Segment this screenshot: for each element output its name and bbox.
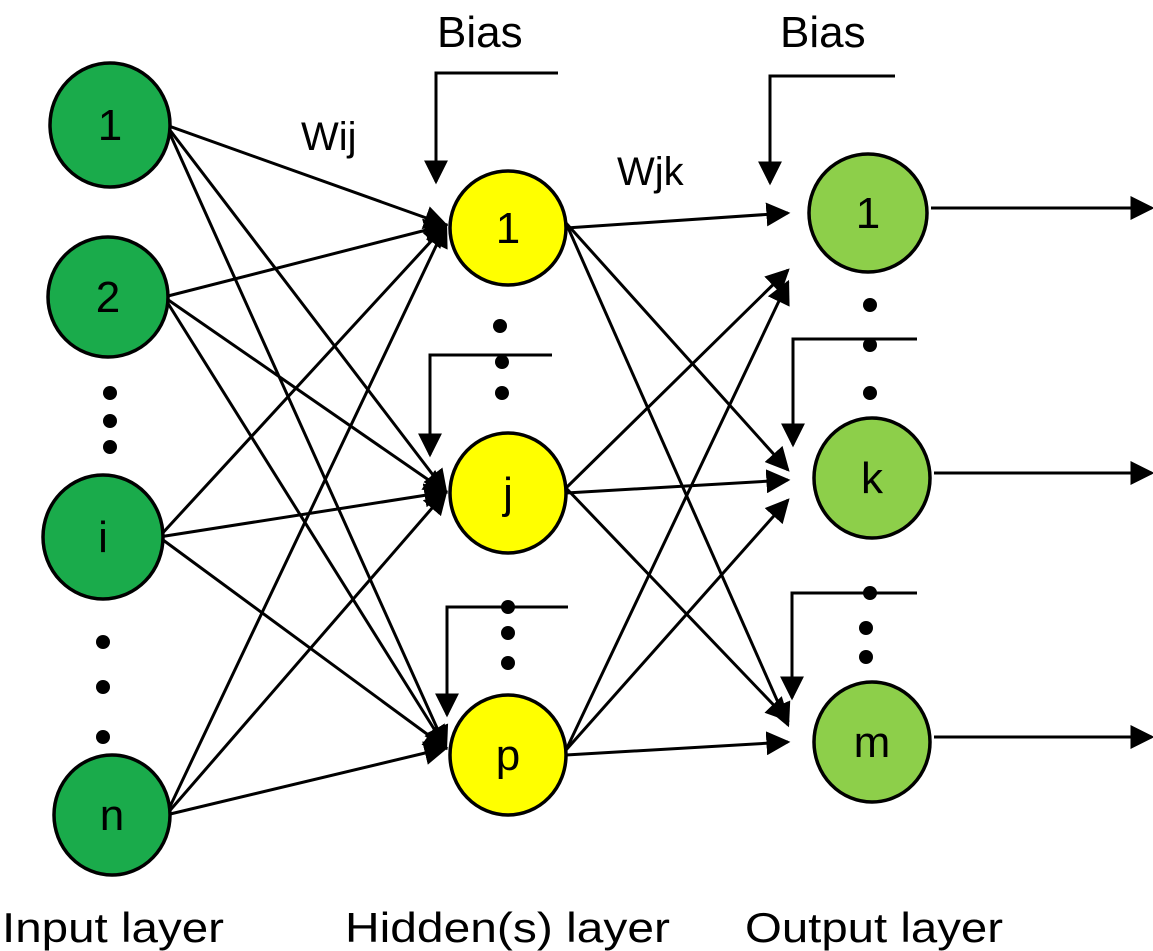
ellipsis-dot <box>863 298 877 312</box>
hidden-node-label: p <box>496 731 520 780</box>
input-layer-label: Input layer <box>2 904 224 951</box>
output-node-label: 1 <box>856 189 880 238</box>
output-node-circle <box>807 152 929 274</box>
input-node-i: i <box>41 473 165 601</box>
input-node-label: 1 <box>98 101 122 150</box>
hidden-bias-label: Bias <box>437 8 523 57</box>
hidden-node-circle <box>448 169 568 287</box>
edge-hidden-p-to-output-1 <box>564 279 790 751</box>
output-node-circle <box>812 416 932 540</box>
output-layer-label: Output layer <box>745 904 1003 951</box>
bias-arrow-hidden-p <box>435 605 568 718</box>
bias-arrow-hidden-j <box>418 353 552 458</box>
ellipsis-dot <box>103 440 117 454</box>
output-node-m: m <box>812 680 932 804</box>
edge-hidden-j-to-output-1 <box>564 268 790 490</box>
edge-hidden-p-to-output-m <box>565 731 791 757</box>
edge-hidden-p-to-output-k <box>564 498 790 751</box>
output-node-label: m <box>854 718 891 767</box>
input-node-circle <box>48 61 172 189</box>
input-node-2: 2 <box>46 235 170 359</box>
ellipsis-dot <box>501 656 515 670</box>
ellipsis-dot <box>96 680 110 694</box>
output-node-k: k <box>812 416 932 540</box>
bias-arrow-output-k <box>781 337 917 448</box>
output-node-label: k <box>861 454 884 503</box>
hidden-layer-label: Hidden(s) layer <box>345 904 670 951</box>
output-node-circle <box>812 680 932 804</box>
ellipsis-dot <box>103 414 117 428</box>
edge-input-1-to-hidden-j <box>164 124 448 494</box>
ellipsis-dot <box>501 600 515 614</box>
ellipsis-dot <box>863 338 877 352</box>
weight-label-wjk: Wjk <box>617 150 685 194</box>
input-node-label: n <box>100 791 124 840</box>
ellipsis-dot <box>501 626 515 640</box>
edge-hidden-1-to-output-k <box>564 221 790 472</box>
edge-input-i-to-hidden-j <box>158 483 449 539</box>
ellipsis-dots <box>96 298 877 744</box>
edge-input-1-to-hidden-p <box>164 124 449 751</box>
output-bias-label: Bias <box>780 8 866 57</box>
ellipsis-dot <box>495 355 509 369</box>
weight-label-wij: Wij <box>301 115 357 159</box>
ellipsis-dot <box>96 635 110 649</box>
ellipsis-dot <box>96 730 110 744</box>
hidden-node-label: j <box>501 469 513 518</box>
edge-input-n-to-hidden-1 <box>164 222 448 816</box>
bias-arrow-output-1 <box>758 74 895 186</box>
hidden-node-circle <box>448 693 568 817</box>
ellipsis-dot <box>103 386 117 400</box>
bias-arrow-hidden-1 <box>424 71 558 185</box>
hidden-node-p: p <box>448 693 568 817</box>
input-node-1: 1 <box>48 61 172 189</box>
input-node-circle <box>52 753 172 877</box>
edge-hidden-j-to-output-m <box>564 486 790 722</box>
edge-hidden-j-to-output-k <box>565 469 791 495</box>
edge-input-2-to-hidden-1 <box>163 218 449 299</box>
input-node-circle <box>46 235 170 359</box>
input-node-n: n <box>52 753 172 877</box>
hidden-node-j: j <box>448 431 568 555</box>
edge-input-1-to-hidden-1 <box>165 123 449 230</box>
ellipsis-dot <box>859 650 873 664</box>
ellipsis-dot <box>863 386 877 400</box>
ellipsis-dot <box>863 586 877 600</box>
nodes: 1 2 i n 1 j p 1 k m <box>41 61 932 877</box>
hidden-node-label: 1 <box>496 204 520 253</box>
input-node-label: 2 <box>96 273 120 322</box>
input-node-label: i <box>98 513 108 562</box>
edge-input-n-to-hidden-p <box>165 741 449 817</box>
input-node-circle <box>41 473 165 601</box>
edge-input-i-to-hidden-p <box>158 535 448 750</box>
output-node-1: 1 <box>807 152 929 274</box>
edge-input-2-to-hidden-j <box>163 295 448 494</box>
bias-connections <box>418 71 917 718</box>
ellipsis-dot <box>495 386 509 400</box>
edge-hidden-1-to-output-1 <box>565 202 791 230</box>
edge-hidden-1-to-output-m <box>564 222 791 728</box>
edge-input-n-to-hidden-j <box>164 490 448 816</box>
ellipsis-dot <box>859 621 873 635</box>
hidden-node-1: 1 <box>448 169 568 287</box>
ellipsis-dot <box>493 319 507 333</box>
bias-arrow-output-m <box>780 591 917 701</box>
hidden-node-circle <box>448 431 568 555</box>
edge-input-i-to-hidden-1 <box>157 223 448 539</box>
connections <box>157 123 1153 817</box>
